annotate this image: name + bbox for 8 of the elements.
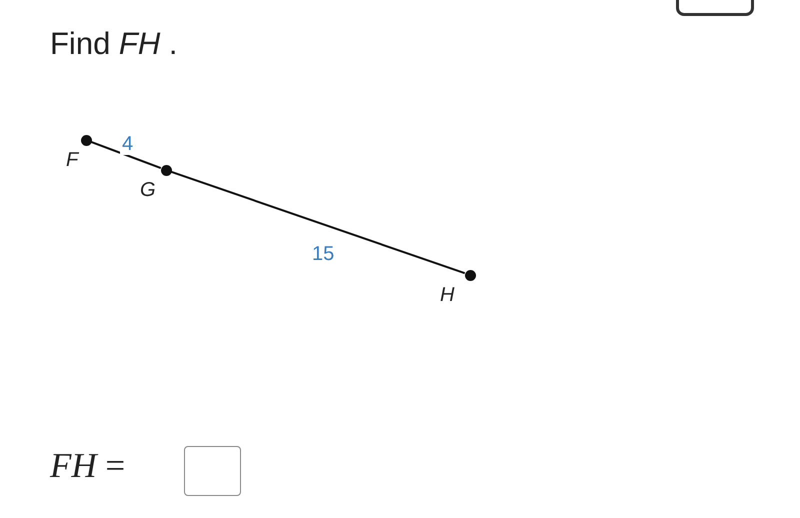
title: Find FH .: [50, 26, 178, 62]
equation-text: FH =: [50, 446, 126, 486]
point-label: H: [440, 285, 454, 305]
segment-length: 4: [120, 133, 136, 155]
line-segment: [90, 141, 162, 169]
point-label: F: [66, 150, 78, 170]
line-segment: [170, 170, 466, 274]
point-label: G: [140, 180, 156, 200]
